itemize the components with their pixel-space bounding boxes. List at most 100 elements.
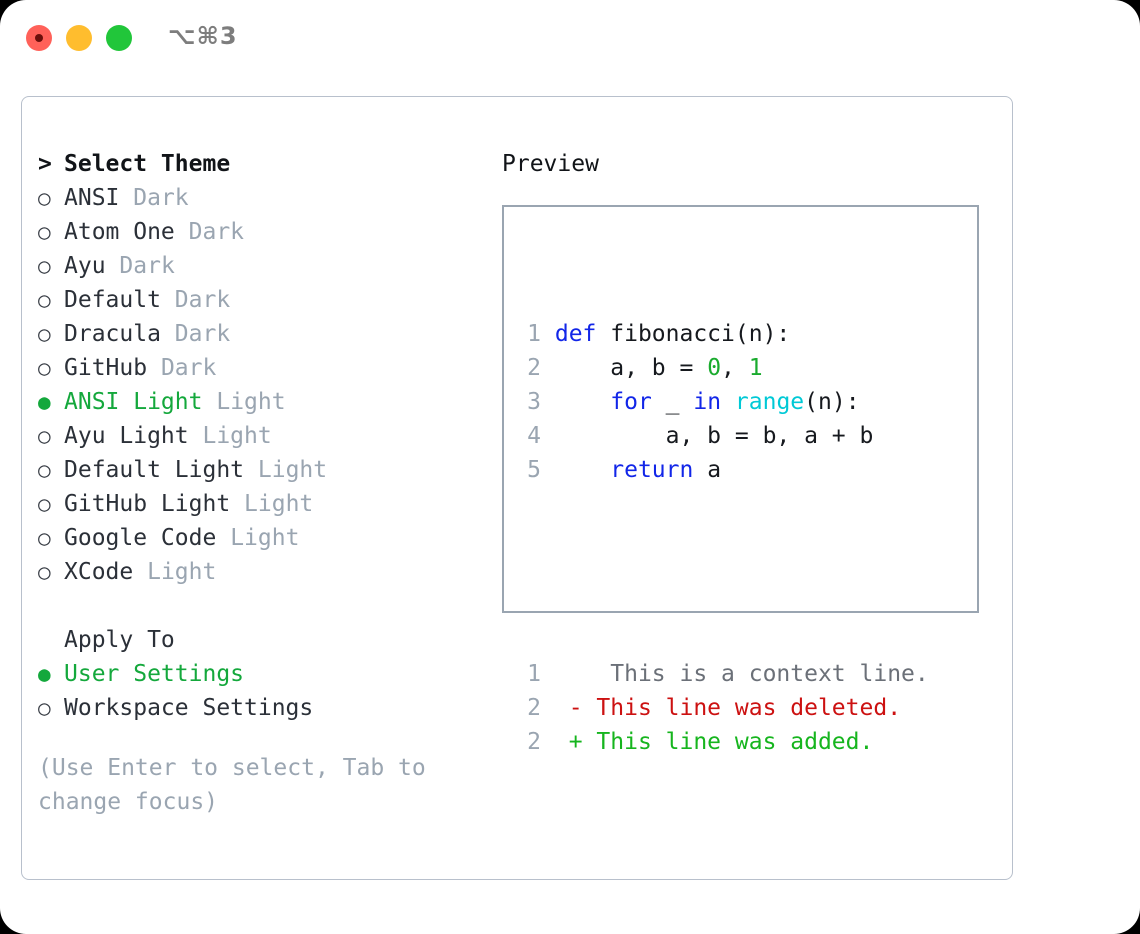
apply-to-group-label: ○Apply To <box>38 623 498 657</box>
theme-option-variant: Light <box>147 559 217 585</box>
theme-option[interactable]: ●ANSI Light Light <box>38 385 498 419</box>
line-number: 4 <box>527 423 541 449</box>
theme-option-name: Google Code <box>64 525 217 551</box>
theme-option[interactable]: ○ Ayu Light Light <box>38 419 498 453</box>
radio-unselected-icon[interactable]: ○ <box>38 560 51 584</box>
theme-option-name: Dracula <box>64 321 161 347</box>
code-token <box>721 389 735 415</box>
diff-sign: - <box>568 695 583 721</box>
code-token: range <box>734 389 805 415</box>
radio-unselected-icon[interactable]: ○ <box>38 254 51 278</box>
line-number: 1 <box>527 661 541 687</box>
radio-unselected-icon[interactable]: ○ <box>38 288 51 312</box>
code-token: (n): <box>804 389 860 415</box>
maximize-button[interactable] <box>106 25 132 51</box>
radio-unselected-icon[interactable]: ○ <box>38 492 51 516</box>
window-title: ⌥⌘3 <box>168 22 238 50</box>
line-number: 1 <box>527 321 541 347</box>
code-token: for <box>610 389 652 415</box>
code-token: 0 <box>707 355 722 381</box>
theme-option[interactable]: ○ Google Code Light <box>38 521 498 555</box>
main-panel: >Select Theme ○ANSI Dark○Atom One Dark○A… <box>21 96 1013 880</box>
theme-option[interactable]: ○ Atom One Dark <box>38 215 498 249</box>
theme-option-name: Ayu <box>64 253 106 279</box>
code-token: a, b = b, a + b <box>554 423 874 449</box>
preview-title: Preview <box>502 151 599 177</box>
apply-to-option[interactable]: ● User Settings <box>38 657 498 691</box>
apply-to-option[interactable]: ○Workspace Settings <box>38 691 498 725</box>
radio-unselected-icon[interactable]: ○ <box>38 356 51 380</box>
code-line: 4 a, b = b, a + b <box>515 419 973 453</box>
apply-to-option-name: User Settings <box>64 661 245 687</box>
theme-option-name: Atom One <box>64 219 175 245</box>
theme-option-variant: Dark <box>188 219 245 245</box>
radio-unselected-icon[interactable]: ○ <box>38 186 51 210</box>
code-line: 3 for _ in range(n): <box>515 385 973 419</box>
radio-unselected-icon[interactable]: ○ <box>38 322 51 346</box>
code-token: _ <box>651 389 694 415</box>
theme-option-variant: Dark <box>133 185 189 211</box>
line-number: 3 <box>527 389 541 415</box>
line-number: 2 <box>527 729 541 755</box>
traffic-light-buttons <box>26 25 132 51</box>
theme-option-variant: Light <box>202 423 272 449</box>
theme-option-variant: Dark <box>160 355 217 381</box>
code-token: def <box>554 321 611 347</box>
theme-option-name: Default <box>64 287 161 313</box>
code-line: 5 return a <box>515 453 973 487</box>
diff-line: 1 This is a context line. <box>515 657 973 691</box>
theme-list: ○ ANSI Dark ○ Atom One Dark ○ Ayu Dark ○ Defaul… <box>38 181 498 589</box>
code-token: return <box>610 457 694 483</box>
code-diff-separator <box>515 555 973 589</box>
theme-option[interactable]: ○Default Dark <box>38 283 498 317</box>
radio-unselected-icon[interactable]: ○ <box>38 526 51 550</box>
theme-option-name: Ayu Light <box>64 423 189 449</box>
theme-option-name: GitHub <box>64 355 148 381</box>
code-token: a, b = <box>554 355 708 381</box>
theme-option[interactable]: ○ Default Light Light <box>38 453 498 487</box>
apply-to-label: Apply To <box>64 627 175 653</box>
close-button[interactable] <box>26 25 52 51</box>
diff-text: This line was deleted. <box>582 695 902 721</box>
theme-option[interactable]: ○ XCode Light <box>38 555 498 589</box>
diff-sign: + <box>568 729 583 755</box>
diff-sign <box>569 661 583 687</box>
theme-option-name: ANSI Light <box>64 389 203 415</box>
radio-selected-icon[interactable]: ● <box>38 390 51 414</box>
theme-option-variant: Dark <box>119 253 175 279</box>
theme-option[interactable]: ○GitHub Light Light <box>38 487 498 521</box>
diff-line: 2 - This line was deleted. <box>515 691 973 725</box>
theme-option-variant: Light <box>257 457 328 483</box>
code-line: 2 a, b = 0, 1 <box>515 351 973 385</box>
theme-option[interactable]: ○ GitHub Dark <box>38 351 498 385</box>
theme-option-variant: Light <box>244 491 314 517</box>
radio-unselected-icon[interactable]: ○ <box>38 424 51 448</box>
theme-option-name: Default Light <box>64 457 245 483</box>
theme-option[interactable]: ○ ANSI Dark <box>38 181 498 215</box>
theme-option[interactable]: ○Dracula Dark <box>38 317 498 351</box>
code-token: a <box>693 457 722 483</box>
theme-option-variant: Light <box>230 525 300 551</box>
theme-option[interactable]: ○ Ayu Dark <box>38 249 498 283</box>
line-number: 5 <box>527 457 541 483</box>
minimize-button[interactable] <box>66 25 92 51</box>
radio-selected-icon[interactable]: ● <box>38 662 51 686</box>
prompt-caret-icon: > <box>38 151 52 177</box>
line-number: 2 <box>527 355 541 381</box>
preview-column: Preview 1 def fibonacci(n):2 a, b = 0, 1… <box>502 147 1002 755</box>
code-token <box>555 457 610 483</box>
radio-unselected-icon[interactable]: ○ <box>38 458 51 482</box>
code-line: 1 def fibonacci(n): <box>515 317 973 351</box>
radio-unselected-icon[interactable]: ○ <box>38 220 51 244</box>
line-number: 2 <box>527 695 541 721</box>
keyboard-hint: (Use Enter to select, Tab to change focu… <box>38 755 426 815</box>
code-token <box>555 389 610 415</box>
code-token: 1 <box>748 355 763 381</box>
theme-option-name: XCode <box>64 559 134 585</box>
theme-option-name: ANSI <box>64 185 120 211</box>
radio-unselected-icon[interactable]: ○ <box>38 696 51 720</box>
